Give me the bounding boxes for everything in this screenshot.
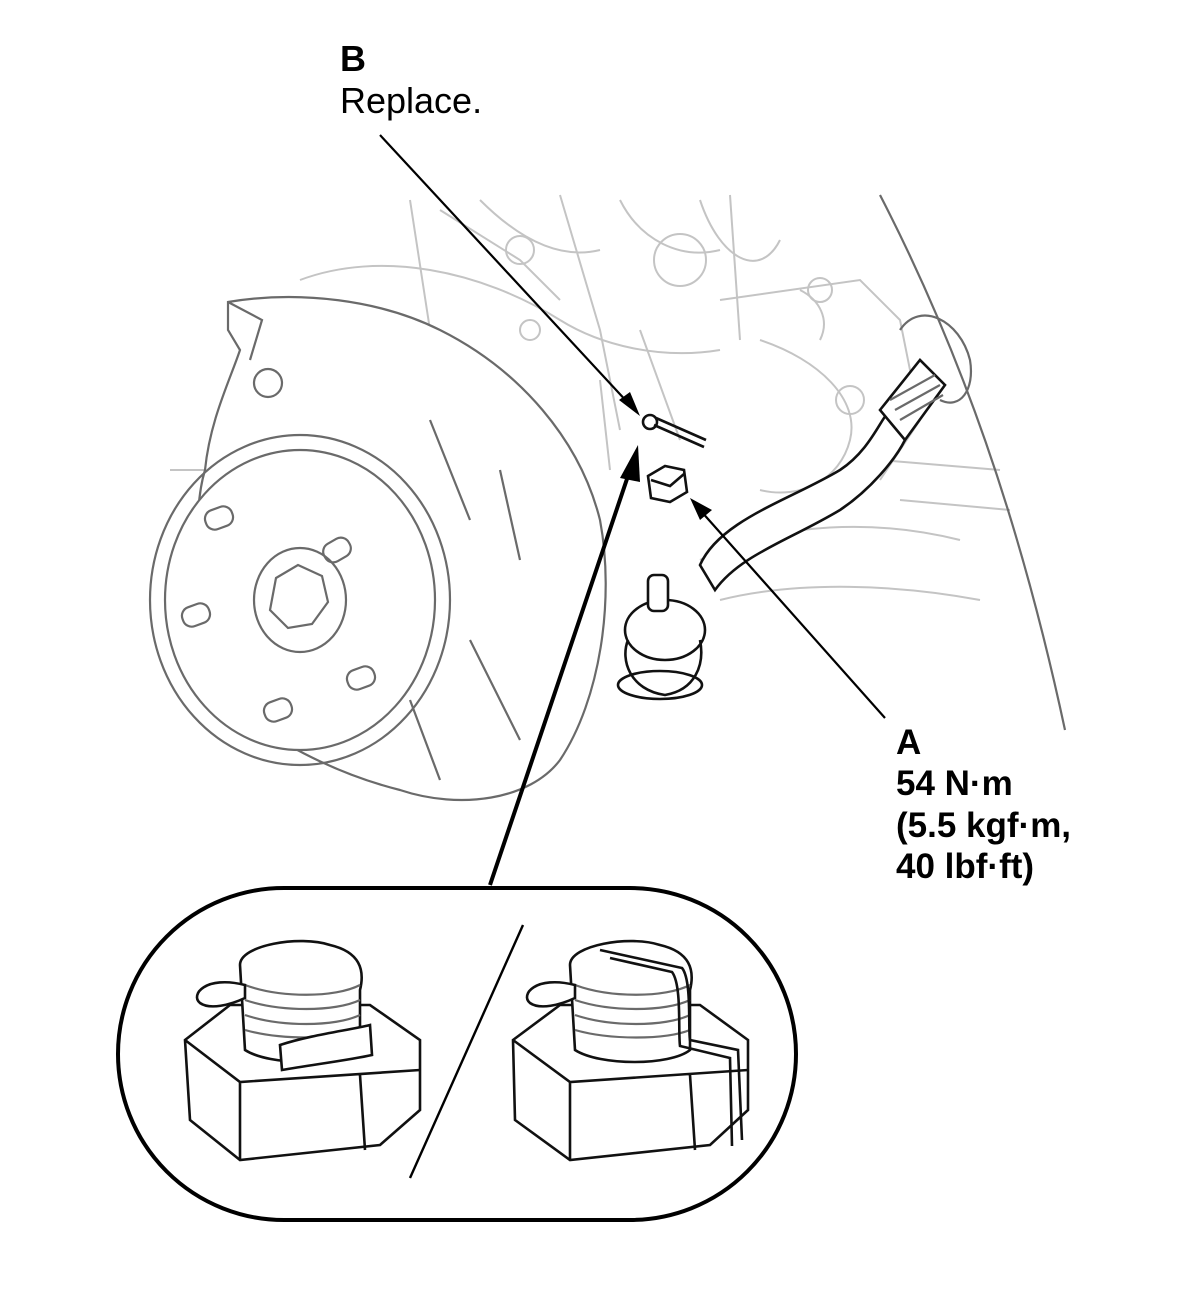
tie-rod-end <box>616 573 707 701</box>
callout-b-note: Replace. <box>340 80 483 122</box>
detail-nut-left <box>183 939 422 1162</box>
callout-a: A 54 N·m (5.5 kgf·m, 40 lbf·ft) <box>896 722 1071 887</box>
castle-nut <box>646 464 689 504</box>
callout-a-letter: A <box>896 723 922 762</box>
detail-nut-right <box>511 939 750 1162</box>
wheel-hub-assembly <box>148 295 607 802</box>
callout-b-letter: B <box>340 38 366 79</box>
callout-b-leader <box>379 134 640 416</box>
callout-a-torque-nm: 54 N·m <box>896 764 1013 804</box>
callout-a-leader <box>690 498 886 719</box>
tie-rod <box>698 194 1067 731</box>
detail-leader <box>488 445 640 886</box>
background-suspension-linework <box>170 194 1011 601</box>
callout-a-torque-kgf: (5.5 kgf·m, <box>896 805 1072 845</box>
callout-b: B Replace. <box>340 38 482 123</box>
callout-a-torque-lbf: 40 lbf·ft) <box>896 846 1035 886</box>
cotter-pin <box>641 413 707 449</box>
